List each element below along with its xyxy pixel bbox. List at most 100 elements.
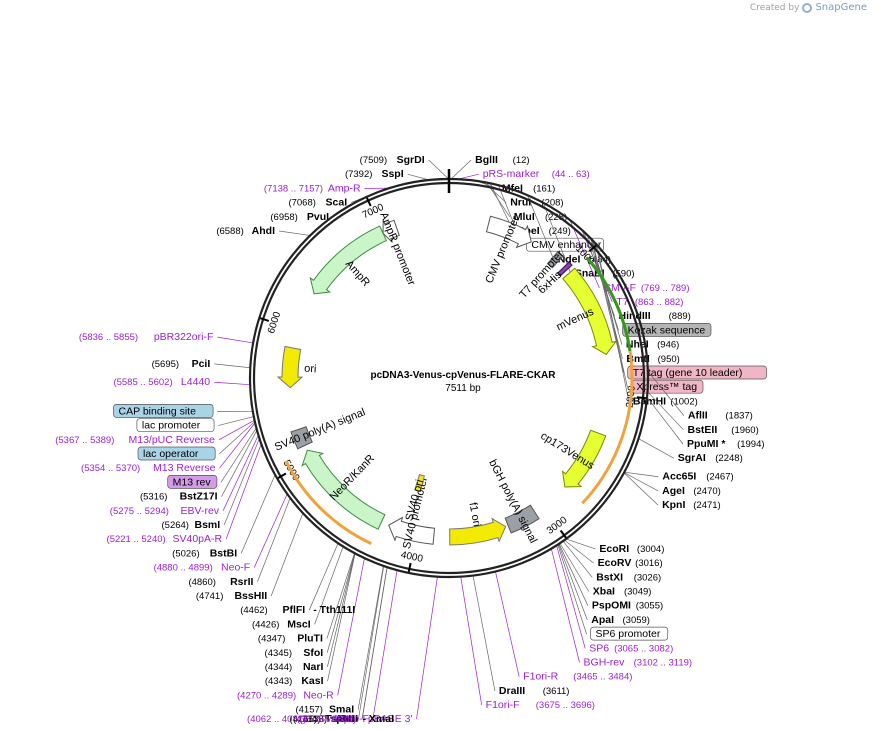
site-pbr322ori-f: pBR322ori-F (5836 .. 5855) [79,331,213,343]
site-name-prs-marker: pRS-marker [483,168,540,180]
site-position-amp-r: (7138 .. 7157) [264,183,323,194]
site-pcii: PciI (5695) [152,358,211,370]
site-name-sspi: SspI [381,168,403,180]
feature-label-ori: ori [304,363,317,376]
leader-bsmi [223,438,260,526]
site-position-f1ori-f: (3675 .. 3696) [536,700,595,711]
leader-sv40pa-r [225,443,262,540]
site-position-ecorv: (3016) [635,558,662,569]
leader-cmv-f [569,219,600,288]
site-name-cap-binding-site: CAP binding site [119,405,197,417]
site-name-draiii: DraIII [499,685,525,697]
site-lac-operator: lac operator [137,446,216,461]
site-position-sfoi: (4345) [265,648,292,659]
site-m13-reverse: M13 Reverse(5354 .. 5370) [81,462,216,474]
site-bstbi: BstBI(5026) [172,547,237,559]
feature-neor-kanr [301,449,386,530]
site-position-pbr322ori-f: (5836 .. 5855) [79,332,138,343]
leader-m13-puc-reverse [218,419,255,441]
site-position-aflii: (1837) [725,411,752,422]
site-bglii: BglII(12) [475,154,529,166]
site-name-ebv-rev: EBV-rev [181,505,220,517]
site-scai: ScaI(7068) [288,197,347,209]
site-ahdi: AhdI(6588) [216,225,275,237]
site-position-sv40pa-r: (5221 .. 5240) [107,534,166,545]
site-name-pcii: PciI [192,358,211,370]
site-position-m13-reverse: (5354 .. 5370) [81,463,140,474]
site-m13-rev: M13 rev [167,475,218,489]
leader-lac-promoter [217,416,254,426]
leader-sv40pro-f [372,570,398,720]
site-name-lac-operator: lac operator [143,448,199,460]
site-name-acc65i: Acc65I [662,471,696,483]
site-ecori: EcoRI(3004) [599,543,664,555]
site-bgh-rev: BGH-rev (3102 .. 3119) [584,656,693,668]
orf-track-2 [284,460,372,546]
site-position-stui: (4133) [300,714,327,725]
site-position-kasi: (4343) [265,676,292,687]
site-sv40pro-f: SV40pro-F(4062 .. 4081) [247,713,369,725]
site-bsteii: BstEII(1960) [687,424,758,436]
site-acc65i: Acc65I(2467) [662,471,733,483]
site-name-ecorv: EcoRV [598,557,632,569]
site-name-bsshii: BssHII [234,590,267,602]
leader-bgh-rev [550,548,580,663]
site-position-avrii: (4134) [293,714,320,725]
feature-mvenus [562,267,618,356]
site-position-cmv-f: (769 .. 789) [641,283,690,294]
site-position-f1ori-r: (3465 .. 3484) [573,672,632,683]
site-name-sp6-promoter: SP6 promoter [596,628,661,640]
site-sspi: SspI (7392) [345,168,404,180]
leader-smai [357,565,384,710]
site-name-bgh-rev: BGH-rev [584,656,626,668]
site-position-pflfi: (4462) [240,605,267,616]
site-position-tspmi: (4155) [290,714,317,725]
site-nhei: NheI(946) [626,339,679,351]
site-name-kozak-sequence: Kozak sequence [628,324,706,336]
site-xpress-tag: Xpress™ tag [631,379,704,394]
site-cmv-f: CMV-F(769 .. 789) [603,282,689,294]
site-cap-binding-site: CAP binding site [113,404,214,418]
leader-l4440 [214,381,251,386]
site-box-lac-promoter [136,418,215,432]
site-extra-name: XmaI [369,713,394,725]
site-box-cap-binding-site [113,404,214,418]
site-position-mlui: (228) [545,212,567,223]
site-position-ahdi: (6588) [216,226,243,237]
site-position-bgh-rev: (3102 .. 3119) [634,657,692,668]
site-name-pflfi: PflFI [282,604,305,616]
leader-kpni [623,472,659,506]
site-position-kpni: (2471) [693,500,720,511]
site-position-agei: (2470) [693,486,720,497]
site-box-kozak-sequence [622,323,712,337]
site-position-sp6: (3065 .. 3082) [614,643,673,654]
leader-aflii [647,370,685,416]
site-sp6-promoter: SP6 promoter [590,626,669,641]
site-amp-r: Amp-R(7138 .. 7157) [264,182,361,194]
leader-sgrdi [428,159,449,180]
leader-m13-reverse [219,422,256,469]
site-name-pluti: PluTI [297,633,323,645]
feature-label-sv40-poly-a-signal: SV40 poly(A) signal [273,406,367,453]
site-position-m13-puc-reverse: (5367 .. 5389) [55,435,114,446]
site-name-xbai: XbaI [593,585,615,597]
feature-sv40-promoter [388,516,436,545]
site-l4440: L4440(5585 .. 5602) [113,376,210,388]
tick-mark-6000 [259,317,270,322]
site-name-bglii: BglII [475,154,498,166]
site-pspomi: PspOMI(3055) [592,600,663,612]
site-position-bsshii: (4741) [196,591,223,602]
site-f1ori-r: F1ori-R(3465 .. 3484) [523,671,632,683]
site-prs-marker: pRS-marker(44 .. 63) [483,168,590,180]
site-position-apai: (3059) [623,615,650,626]
site-position-pcii: (5695) [152,359,179,370]
site-name-pbr322ori-f: pBR322ori-F [154,331,214,343]
site-position-sspi: (7392) [345,169,372,180]
feature-sv40-ori [414,473,425,493]
site-position-bstz17i: (5316) [140,492,167,503]
feature-label-ampr-promoter: AmpR promoter [377,211,417,288]
site-tspmi: TspMI(4155) [290,713,355,725]
site-name-bstz17i: BstZ17I [180,491,218,503]
leader-pbr322ori-f [217,336,254,344]
site-position-pluti: (4347) [258,634,285,645]
